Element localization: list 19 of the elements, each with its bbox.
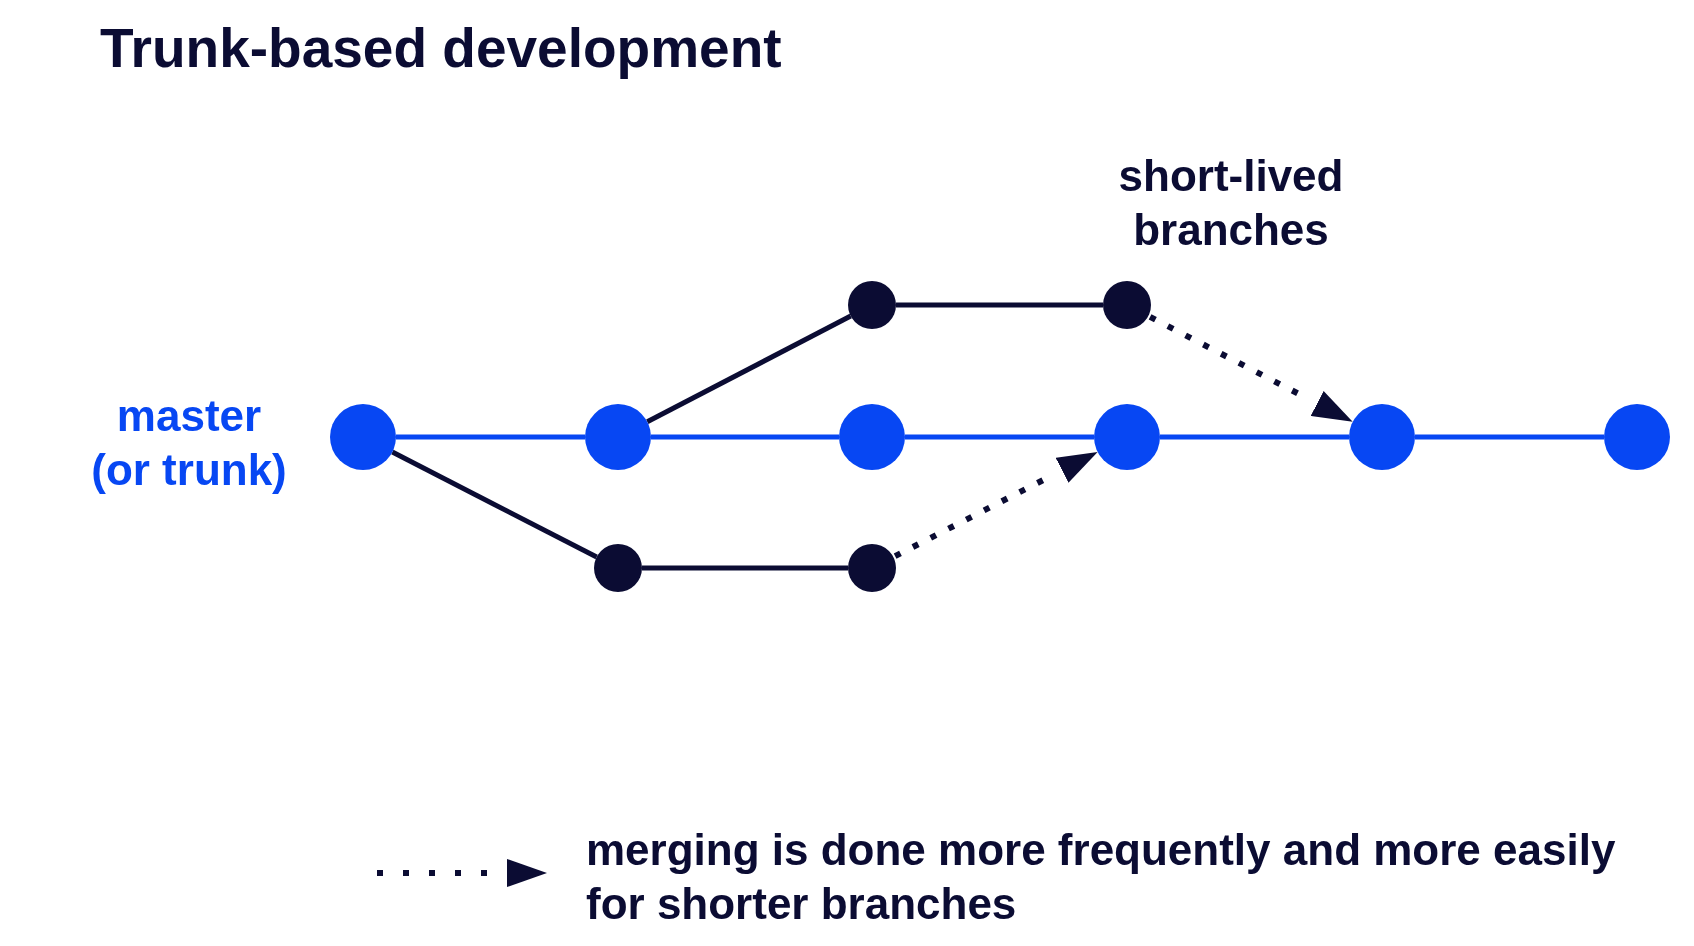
trunk-line (1415, 434, 1604, 440)
trunk-line (1160, 434, 1349, 440)
merge-arrow (1146, 313, 1355, 425)
branch-line (896, 302, 1103, 308)
legend-text: merging is done more frequently and more easily for shorter branches (586, 824, 1617, 930)
branch-commit-node (848, 281, 896, 329)
trunk-line (396, 434, 585, 440)
branch-group-label: short-lived branches (1117, 150, 1345, 256)
branch-line (642, 565, 848, 571)
branch-commit-node (848, 544, 896, 592)
branch-commit-node (1103, 281, 1151, 329)
merge-arrow (892, 449, 1099, 560)
trunk-line (905, 434, 1094, 440)
trunk-line (651, 434, 839, 440)
branch-commit-node (594, 544, 642, 592)
trunk-label: master (or trunk) (90, 390, 288, 496)
branch-line (646, 313, 852, 424)
branch-line (391, 449, 598, 560)
diagram-title: Trunk-based development (100, 16, 782, 80)
